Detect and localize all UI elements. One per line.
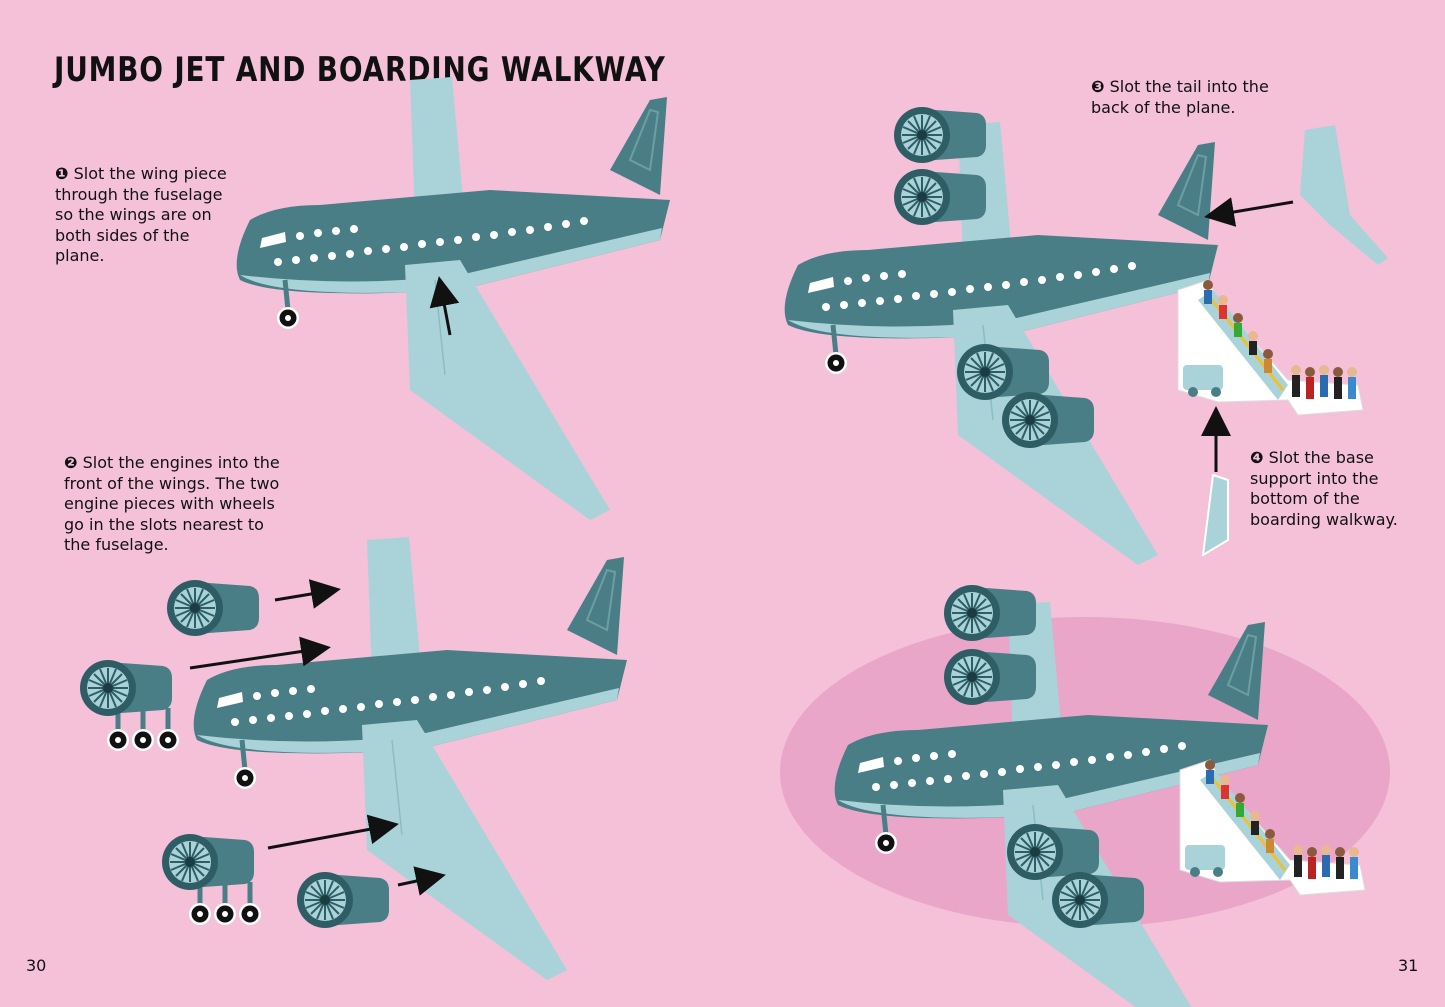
step-2-text: ❷ Slot the engines into the front of the… bbox=[64, 453, 282, 556]
step-2-arrow-3 bbox=[267, 814, 399, 850]
page-number-left: 30 bbox=[26, 956, 47, 975]
page-number-right: 31 bbox=[1398, 956, 1419, 975]
final-engine-1 bbox=[943, 584, 1037, 642]
step-2-engine-bottom bbox=[296, 871, 390, 929]
step-1-plane bbox=[237, 77, 670, 520]
step-1-arrow bbox=[429, 276, 460, 336]
step-2-arrow-4 bbox=[397, 866, 446, 896]
step-1-body: Slot the wing piece through the fuselage… bbox=[55, 164, 227, 265]
step-2-arrow-2 bbox=[189, 636, 331, 670]
step-3-body: Slot the tail into the back of the plane… bbox=[1091, 77, 1269, 117]
step-3-engine-4 bbox=[1001, 391, 1095, 449]
final-engine-2 bbox=[943, 648, 1037, 706]
step-2-engine-top bbox=[166, 579, 260, 637]
step-4-walkway bbox=[1176, 278, 1365, 417]
step-3-engine-1 bbox=[893, 106, 987, 164]
step-2-arrow-1 bbox=[274, 579, 341, 609]
step-4-number: ❹ bbox=[1250, 448, 1264, 467]
step-2-number: ❷ bbox=[64, 453, 78, 472]
step-2-body: Slot the engines into the front of the w… bbox=[64, 453, 280, 554]
step-3-engine-2 bbox=[893, 168, 987, 226]
step-4-base-support bbox=[1201, 473, 1229, 557]
step-2-engine-wheels-top bbox=[80, 660, 179, 751]
step-1-number: ❶ bbox=[55, 164, 69, 183]
page-title: JUMBO JET AND BOARDING WALKWAY bbox=[54, 50, 666, 90]
step-3-number: ❸ bbox=[1091, 77, 1105, 96]
final-engine-3 bbox=[1006, 823, 1100, 881]
step-4-body: Slot the base support into the bottom of… bbox=[1250, 448, 1398, 529]
step-4-text: ❹ Slot the base support into the bottom … bbox=[1250, 448, 1400, 530]
step-3-tail-piece bbox=[1300, 125, 1388, 265]
step-2-engine-wheels-bottom bbox=[162, 834, 261, 925]
step-1-text: ❶ Slot the wing piece through the fusela… bbox=[55, 164, 240, 267]
step-3-plane bbox=[785, 122, 1218, 565]
step-3-text: ❸ Slot the tail into the back of the pla… bbox=[1091, 77, 1271, 118]
final-engine-4 bbox=[1051, 871, 1145, 929]
step-3-engine-3 bbox=[956, 343, 1050, 401]
step-3-arrow bbox=[1204, 197, 1294, 227]
